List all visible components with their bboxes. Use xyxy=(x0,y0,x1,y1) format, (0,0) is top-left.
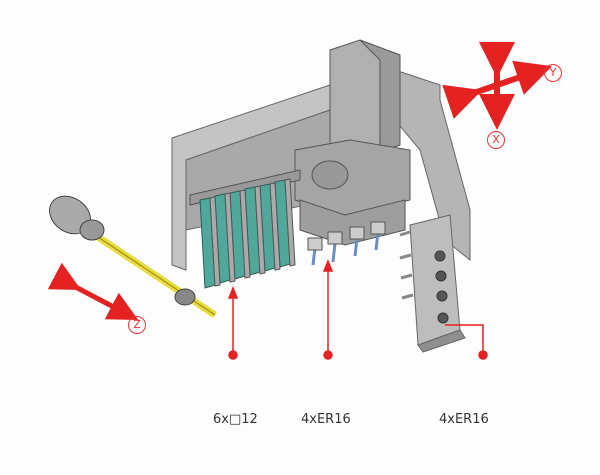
xy-axis-arrows xyxy=(442,42,553,130)
callouts xyxy=(227,258,488,360)
label-middle-holders: 4xER16 xyxy=(301,412,351,427)
x-axis-label: X xyxy=(487,131,505,149)
side-column xyxy=(394,69,471,353)
label-side-holders: 4xER16 xyxy=(439,412,489,427)
z-axis-label: Z xyxy=(128,316,146,334)
spindle-head xyxy=(294,39,411,266)
tool-plates xyxy=(189,169,301,289)
y-axis-label: Y xyxy=(544,64,562,82)
label-turret-tools: 6x□12 xyxy=(213,412,258,427)
boring-bar xyxy=(49,195,217,318)
z-axis-arrow xyxy=(47,262,139,320)
